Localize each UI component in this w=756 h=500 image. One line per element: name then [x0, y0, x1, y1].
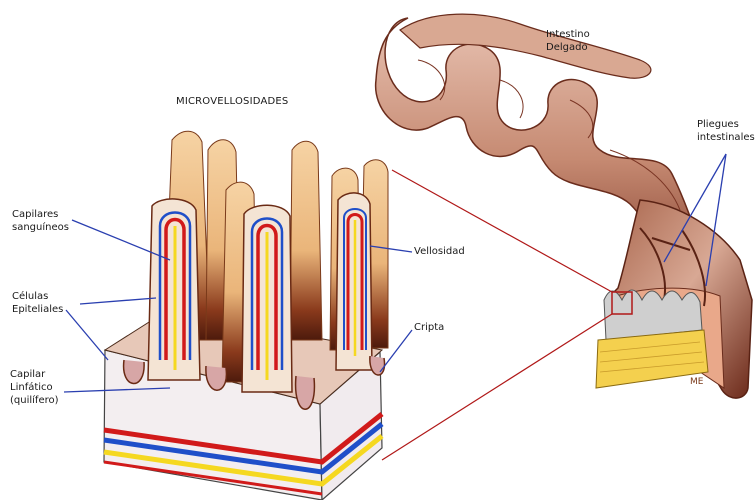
label-capilares-line1: Capilares: [12, 208, 69, 221]
crypt-3: [296, 376, 315, 409]
label-capilares-line2: sanguíneos: [12, 221, 69, 234]
label-linfatico-line1: Capilar: [10, 368, 59, 381]
label-cripta: Cripta: [414, 321, 444, 334]
pointer-celulas-1: [80, 298, 156, 304]
pointer-celulas-2: [66, 310, 108, 360]
villi-block: [104, 131, 388, 500]
label-intestino-line1: Intestino: [546, 28, 590, 41]
intestine-upper-loops: [400, 14, 651, 78]
label-capilares: Capilares sanguíneos: [12, 208, 69, 234]
label-celulas-line2: Epiteliales: [12, 303, 63, 316]
label-linfatico-line2: Linfático: [10, 381, 59, 394]
zoom-connectors: [382, 170, 612, 460]
label-me: ME: [690, 376, 703, 389]
label-celulas-line1: Células: [12, 290, 63, 303]
villus-rear-3: [290, 141, 322, 340]
zoom-line-bottom: [382, 314, 612, 460]
label-pliegues: Pliegues intestinales: [697, 118, 755, 144]
label-pliegues-line1: Pliegues: [697, 118, 755, 131]
label-intestino-delgado: Intestino Delgado: [546, 28, 590, 54]
label-celulas: Células Epiteliales: [12, 290, 63, 316]
label-capilar-linfatico: Capilar Linfático (quilífero): [10, 368, 59, 407]
label-intestino-line2: Delgado: [546, 41, 590, 54]
diagram-title: MICROVELLOSIDADES: [176, 95, 288, 108]
crypt-1: [124, 360, 145, 384]
zoom-line-top: [392, 170, 612, 292]
label-linfatico-line3: (quilífero): [10, 394, 59, 407]
label-pliegues-line2: intestinales: [697, 131, 755, 144]
label-vellosidad: Vellosidad: [414, 245, 465, 258]
